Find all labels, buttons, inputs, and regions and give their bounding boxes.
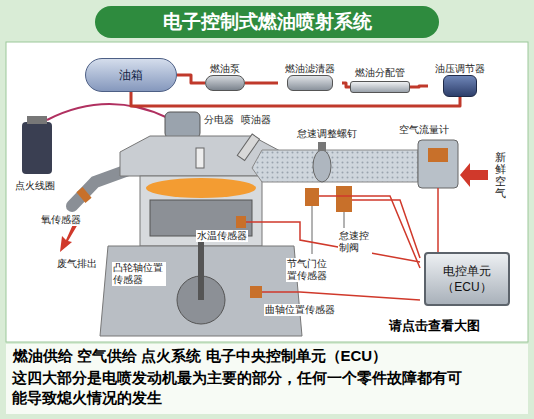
cylinder	[140, 176, 262, 246]
fresh-air-arrow	[460, 163, 488, 187]
sensor-wires	[246, 188, 438, 300]
part-label: 新鲜空气	[494, 150, 507, 200]
pressure-regulator: 油压调节器	[428, 62, 492, 97]
crankcase	[198, 236, 204, 300]
sensor-wires	[437, 188, 439, 252]
title-text: 电子控制式燃油喷射系统	[95, 6, 439, 38]
idle-screw	[318, 142, 326, 151]
crankcase	[100, 236, 302, 336]
spark-plug	[196, 148, 204, 168]
part-label: 水温传感器	[196, 230, 248, 242]
node-label: 燃油泵	[209, 62, 241, 75]
part-label: 凸轮轴位置传感器	[112, 262, 166, 286]
fuel-pipe	[245, 82, 278, 85]
fuel-tank: 油箱	[85, 58, 177, 92]
distributor	[165, 112, 200, 138]
fuel-filter: 燃油滤清器	[278, 62, 342, 91]
intake-manifold	[252, 150, 418, 182]
part-label: 节气门位置传感器	[286, 258, 330, 282]
water-temp-sensor	[236, 216, 246, 228]
background	[6, 42, 528, 342]
exhaust-pipe	[60, 170, 128, 252]
fuel-pipe	[131, 92, 460, 106]
part-label: 空气流量计	[398, 124, 450, 136]
sensor-wires	[319, 196, 420, 268]
air-flow-meter	[418, 140, 458, 188]
throttle-sensor	[305, 188, 319, 206]
part-label: 氧传感器	[40, 214, 82, 226]
summary-line: 燃油供给 空气供给 点火系统 电子中央控制单元（ECU）	[12, 346, 388, 366]
crank-sensor	[250, 286, 262, 298]
ecu-box: 电控单元 （ECU）	[424, 252, 510, 306]
fresh-air-arrow	[460, 163, 488, 187]
part-label: 曲轴位置传感器	[264, 304, 336, 316]
node-label: 油压调节器	[434, 62, 486, 75]
injector	[237, 134, 259, 160]
node-label: 燃油滤清器	[284, 62, 336, 75]
intake-manifold	[313, 150, 331, 182]
part-label: 喷油器	[240, 114, 272, 126]
oxygen-sensor	[76, 187, 91, 203]
intake-manifold	[252, 150, 418, 182]
title-banner	[95, 6, 439, 38]
ignition-coil	[22, 122, 52, 174]
ignition-coil	[27, 116, 47, 124]
exhaust-pipe	[60, 222, 78, 252]
part-label: 怠速控制阀	[338, 230, 372, 254]
idle-valve	[336, 186, 352, 212]
idle-valve	[336, 186, 352, 228]
link-hint: 请点击查看大图	[388, 318, 481, 334]
fuel-filter-shape	[287, 75, 333, 91]
part-label: 点火线圈	[14, 180, 56, 192]
part-label: 分电器	[203, 114, 235, 126]
fuel-pipe	[410, 86, 428, 87]
spark-plug	[196, 148, 204, 168]
air-flow-meter	[428, 148, 448, 162]
air-flow-meter	[418, 140, 458, 188]
idle-valve	[344, 212, 345, 228]
fuel-pipe	[177, 75, 205, 83]
background	[6, 344, 528, 414]
node-label: 燃油分配管	[354, 66, 406, 79]
sensor-wires	[262, 292, 420, 300]
throttle-sensor	[312, 206, 313, 254]
water-temp-sensor	[236, 216, 246, 228]
part-label: 废气排出	[56, 258, 98, 270]
cylinder	[140, 176, 262, 246]
oxygen-sensor	[76, 187, 91, 203]
throttle-sensor	[305, 188, 319, 254]
part-label: 怠速调整螺钉	[296, 128, 358, 140]
sensor-wires	[246, 222, 420, 262]
fuel-pipe	[342, 83, 350, 87]
caption-text: 这四大部分是电喷发动机最为主要的部分，任何一个零件故障都有可能导致熄火情况的发生	[12, 368, 467, 408]
idle-screw	[318, 142, 326, 151]
fuel-rail-shape	[350, 81, 410, 93]
title-banner	[95, 6, 439, 38]
fuel-pump: 燃油泵	[205, 62, 245, 91]
node-label: 电控单元 （ECU）	[436, 263, 498, 295]
fuel-rail: 燃油分配管	[350, 66, 410, 93]
fuel-pump-shape	[205, 75, 245, 91]
node-label: 油箱	[118, 69, 144, 82]
cylinder	[146, 178, 256, 198]
pressure-regulator-shape	[443, 75, 477, 97]
crank-sensor	[250, 286, 262, 298]
injector	[237, 134, 259, 160]
